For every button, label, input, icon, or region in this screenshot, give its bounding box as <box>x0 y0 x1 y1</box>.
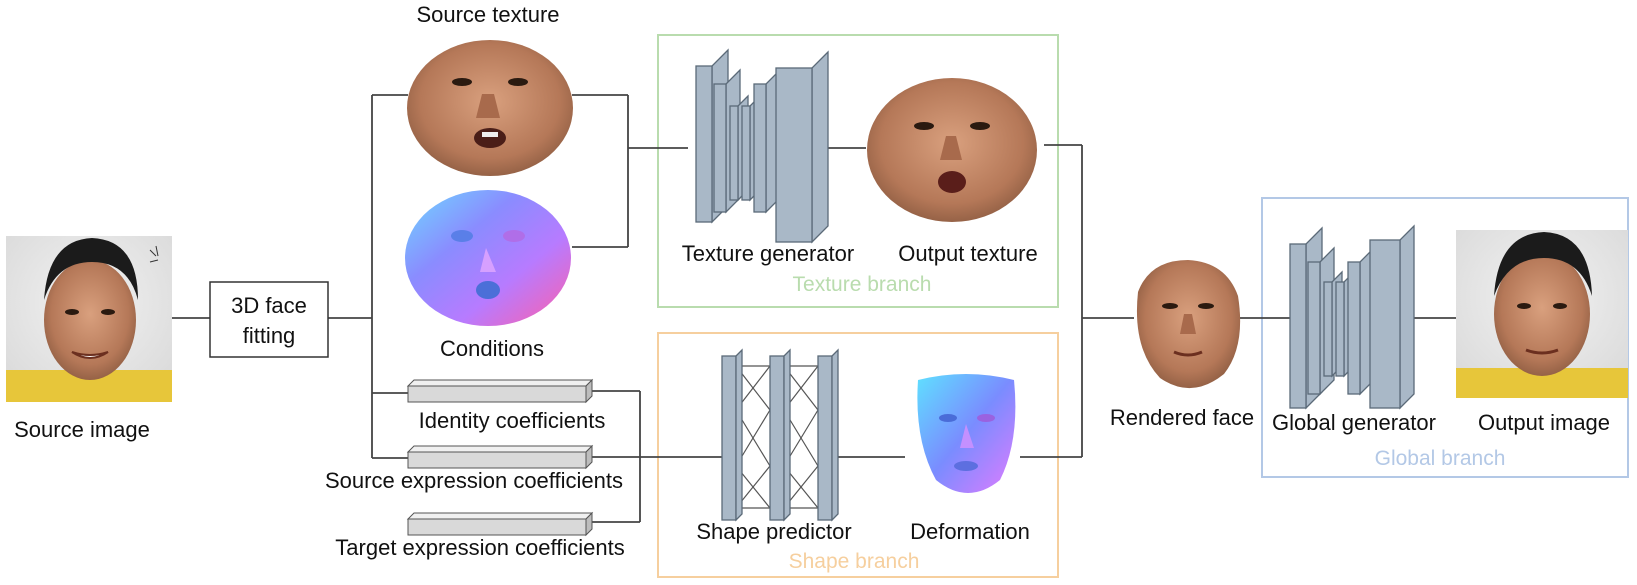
shape-branch-label: Shape branch <box>789 550 920 573</box>
source-expression-coefficients-bar <box>406 444 594 470</box>
connector-lines <box>172 94 1456 523</box>
output-image <box>1456 230 1628 398</box>
texture-generator-label: Texture generator <box>682 241 854 266</box>
global-branch-label: Global branch <box>1375 447 1506 470</box>
source-expression-coefficients-label: Source expression coefficients <box>325 468 623 493</box>
texture-branch-label: Texture branch <box>793 273 932 296</box>
face-fitting-label-line1: 3D face <box>231 293 307 318</box>
texture-branch-frame <box>657 34 1059 308</box>
output-texture-image <box>867 78 1037 222</box>
face-fitting-box <box>209 281 329 358</box>
source-texture-label: Source texture <box>416 2 559 27</box>
shape-predictor-label: Shape predictor <box>696 519 851 544</box>
rendered-face-image <box>1136 260 1241 389</box>
texture-generator-network <box>695 48 829 244</box>
shape-predictor-network <box>721 348 839 522</box>
output-image-label: Output image <box>1478 410 1610 435</box>
target-expression-coefficients-bar <box>406 511 594 537</box>
rendered-face-label: Rendered face <box>1110 405 1254 430</box>
deformation-image <box>917 374 1016 493</box>
global-generator-label: Global generator <box>1272 410 1436 435</box>
identity-coefficients-label: Identity coefficients <box>419 408 606 433</box>
conditions-label: Conditions <box>440 336 544 361</box>
source-image <box>6 236 172 402</box>
conditions-image <box>405 190 571 326</box>
deformation-label: Deformation <box>910 519 1030 544</box>
face-fitting-label-line2: fitting <box>243 323 296 348</box>
global-generator-network <box>1289 224 1415 410</box>
target-expression-coefficients-label: Target expression coefficients <box>335 535 624 560</box>
shape-branch-frame <box>657 332 1059 578</box>
source-texture-image <box>407 40 573 176</box>
source-image-label: Source image <box>14 417 150 442</box>
output-texture-label: Output texture <box>898 241 1037 266</box>
identity-coefficients-bar <box>406 378 594 404</box>
